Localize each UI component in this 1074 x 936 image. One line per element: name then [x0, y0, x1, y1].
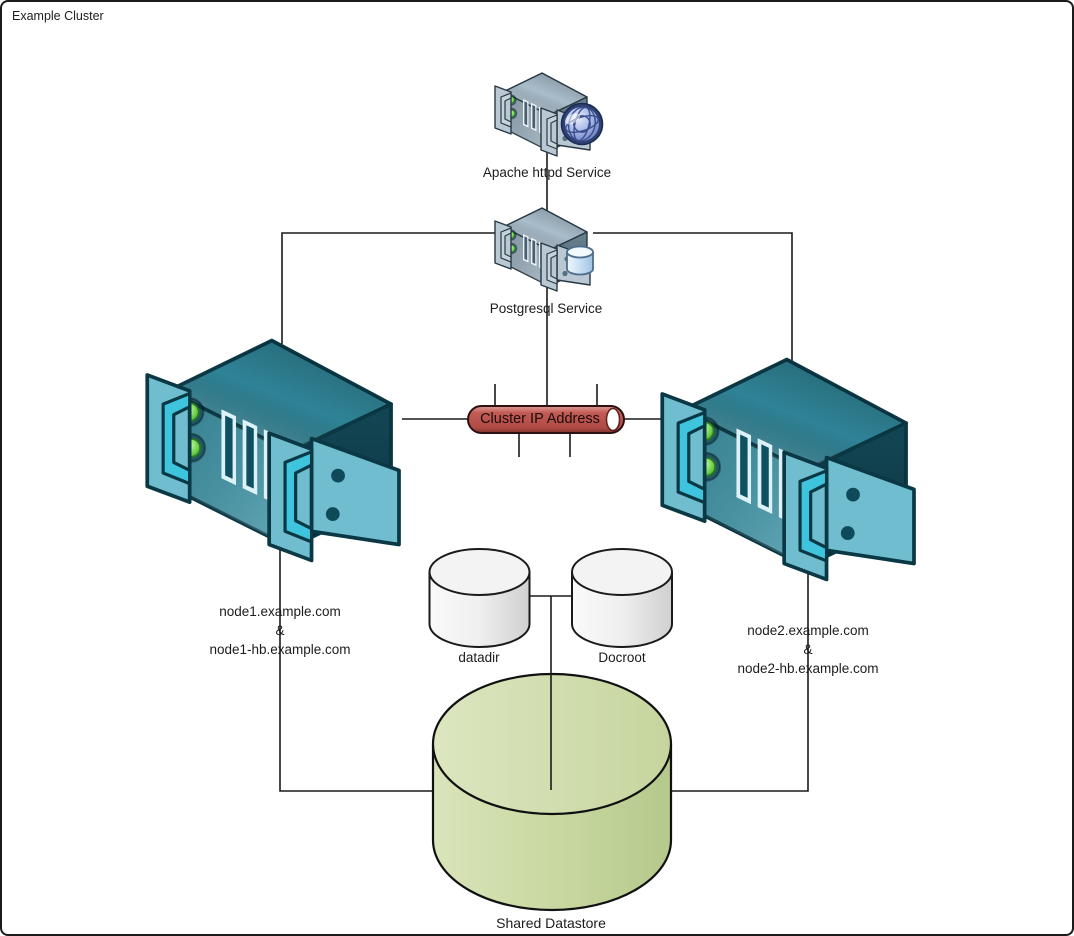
- cluster-ip-cylinder: [467, 405, 625, 434]
- cluster-ip-label: Cluster IP Address: [480, 411, 600, 427]
- postgres-node2-line: [593, 232, 793, 362]
- docroot-label: Docroot: [598, 650, 646, 665]
- node1-datastore-line: [279, 547, 435, 792]
- shared-datastore-label: Shared Datastore: [496, 915, 606, 931]
- diagram-title: Example Cluster: [12, 9, 104, 23]
- node2-hb-hostname: node2-hb.example.com: [737, 661, 879, 676]
- node1-amp: &: [275, 623, 285, 638]
- node2-hostname: node2.example.com: [747, 623, 869, 638]
- node1-label: node1.example.com & node1-hb.example.com: [209, 602, 350, 659]
- shared-datastore-cylinder: [431, 672, 673, 912]
- node1-server-icon: [145, 338, 401, 563]
- node1-hb-hostname: node1-hb.example.com: [209, 642, 351, 657]
- node2-server-icon: [660, 357, 916, 582]
- node1-hostname: node1.example.com: [219, 604, 341, 619]
- postgres-service-label: Postgresql Service: [489, 301, 603, 316]
- globe-icon: [560, 102, 604, 146]
- node2-amp: &: [803, 642, 813, 657]
- cylinder-end-cap: [605, 407, 621, 432]
- node2-datastore-line: [669, 560, 809, 792]
- apache-service-label: Apache httpd Service: [482, 165, 612, 180]
- datadir-label: datadir: [458, 650, 500, 665]
- database-icon: [566, 245, 594, 276]
- node2-label: node2.example.com & node2-hb.example.com: [737, 621, 878, 678]
- docroot-cylinder: [571, 548, 673, 648]
- datadir-cylinder: [428, 548, 531, 648]
- postgres-node1-line: [281, 232, 502, 344]
